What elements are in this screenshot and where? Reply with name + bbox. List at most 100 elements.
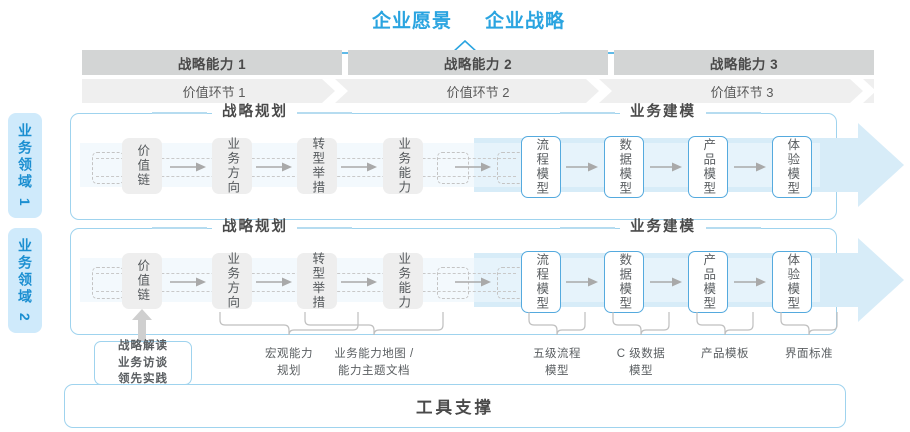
section-title-modeling-2: 业务建模 <box>620 220 706 234</box>
brace-connector-4 <box>612 312 670 336</box>
tool-caption-line: C 级数据 <box>616 348 666 360</box>
node-value-chain-2[interactable]: 价值链 <box>122 253 162 309</box>
capability-bar-2: 战略能力 2 <box>348 50 608 75</box>
tool-caption-line: 规划 <box>277 364 301 377</box>
tool-caption-2: 业务能力地图 / 能力主题文档 <box>304 346 444 379</box>
capability-bar-1: 战略能力 1 <box>82 50 342 75</box>
value-chain-label-1: 价值环节 1 <box>182 84 246 100</box>
node-label: 产品模型 <box>701 253 716 311</box>
capability-label-1: 战略能力 1 <box>177 56 247 72</box>
node-business-direction-1[interactable]: 业务方向 <box>212 137 252 195</box>
sidebar-item-domain-2[interactable]: 业务领域 2 <box>8 228 42 333</box>
tool-caption-line: 宏观能力 <box>265 348 313 360</box>
tool-caption-3: 五级流程 模型 <box>497 346 617 379</box>
domain-label-1: 业务领域 1 <box>17 122 33 209</box>
tool-caption-line: 五级流程 <box>533 348 581 360</box>
section-title-planning-2: 战略规划 <box>212 220 298 234</box>
flow-arrow-1-5 <box>566 162 598 172</box>
enterprise-strategy-title: 企业战略 <box>485 11 566 32</box>
tool-support-title: 工具支撑 <box>416 399 494 417</box>
node-data-model-2[interactable]: 数据模型 <box>604 251 644 313</box>
node-label: 流程模型 <box>534 138 549 196</box>
capability-label-2: 战略能力 2 <box>443 56 513 72</box>
node-business-capability-2[interactable]: 业务能力 <box>383 252 423 310</box>
flow-arrow-2-4 <box>455 277 491 287</box>
placeholder-box-mid-2 <box>437 267 469 299</box>
node-transform-measures-1[interactable]: 转型举措 <box>297 137 337 195</box>
placeholder-box-start-2 <box>92 267 124 299</box>
node-label: 业务能力 <box>396 252 411 310</box>
value-chain-label-3: 价值环节 3 <box>710 84 774 100</box>
tool-caption-4: C 级数据 模型 <box>581 346 701 379</box>
node-label: 转型举措 <box>310 137 325 195</box>
value-chain-bar-3: 价值环节 3 <box>610 79 874 103</box>
input-up-arrow <box>132 309 152 343</box>
big-arrow-head-2 <box>858 238 904 322</box>
tool-input-line-1: 战略解读 <box>118 340 168 352</box>
section-rule-left-m2 <box>560 227 615 229</box>
brace-connector-1 <box>219 312 359 336</box>
value-chain-bar-1: 价值环节 1 <box>82 79 346 103</box>
node-label: 体验模型 <box>785 138 800 196</box>
node-label: 体验模型 <box>785 253 800 311</box>
brace-connector-5 <box>696 312 754 336</box>
node-business-capability-1[interactable]: 业务能力 <box>383 137 423 195</box>
flow-arrow-1-6 <box>650 162 682 172</box>
section-rule-right-2 <box>297 227 352 229</box>
tool-caption-line: 界面标准 <box>785 348 833 360</box>
tool-input-line-3: 领先实践 <box>118 373 168 386</box>
flow-arrow-1-2 <box>256 162 292 172</box>
node-value-chain-1[interactable]: 价值链 <box>122 138 162 194</box>
node-label: 转型举措 <box>310 252 325 310</box>
node-experience-model-1[interactable]: 体验模型 <box>772 136 812 198</box>
big-arrow-head-1 <box>858 123 904 207</box>
capability-bar-3: 战略能力 3 <box>614 50 874 75</box>
tool-caption-6: 界面标准 <box>749 346 869 363</box>
node-transform-measures-2[interactable]: 转型举措 <box>297 252 337 310</box>
tool-caption-1: 宏观能力 规划 <box>219 346 359 379</box>
section-rule-left-m1 <box>560 112 615 114</box>
node-label: 价值链 <box>135 144 150 188</box>
tool-caption-5: 产品模板 <box>665 346 785 363</box>
node-label: 业务方向 <box>225 252 240 310</box>
tool-caption-line: 模型 <box>629 364 653 377</box>
node-data-model-1[interactable]: 数据模型 <box>604 136 644 198</box>
node-label: 数据模型 <box>617 253 632 311</box>
flow-arrow-2-3 <box>341 277 377 287</box>
brace-connector-2 <box>304 312 444 336</box>
value-chain-label-2: 价值环节 2 <box>446 84 510 100</box>
node-label: 数据模型 <box>617 138 632 196</box>
node-business-direction-2[interactable]: 业务方向 <box>212 252 252 310</box>
node-product-model-2[interactable]: 产品模型 <box>688 251 728 313</box>
section-rule-left-2 <box>152 227 207 229</box>
tool-box-inputs[interactable]: 战略解读 业务访谈 领先实践 <box>94 340 192 386</box>
node-experience-model-2[interactable]: 体验模型 <box>772 251 812 313</box>
flow-arrow-1-7 <box>734 162 766 172</box>
flow-arrow-1-4 <box>455 162 491 172</box>
node-label: 价值链 <box>135 259 150 303</box>
placeholder-box-start-1 <box>92 152 124 184</box>
enterprise-vision-title: 企业愿景 <box>372 11 453 32</box>
flow-arrow-1-1 <box>170 162 206 172</box>
tool-caption-line: 模型 <box>545 364 569 377</box>
flow-arrow-2-5 <box>566 277 598 287</box>
flow-arrow-2-7 <box>734 277 766 287</box>
node-label: 业务能力 <box>396 137 411 195</box>
node-label: 产品模型 <box>701 138 716 196</box>
section-rule-left-1 <box>152 112 207 114</box>
tool-support-panel: 工具支撑 <box>64 384 846 428</box>
flow-arrow-2-1 <box>170 277 206 287</box>
node-process-model-1[interactable]: 流程模型 <box>521 136 561 198</box>
node-label: 业务方向 <box>225 137 240 195</box>
capability-label-3: 战略能力 3 <box>709 56 779 72</box>
section-rule-right-m1 <box>706 112 761 114</box>
section-title-planning-1: 战略规划 <box>212 105 298 119</box>
section-rule-right-m2 <box>706 227 761 229</box>
tool-caption-line: 业务能力地图 / <box>334 348 414 360</box>
brace-connector-6 <box>780 312 838 336</box>
node-product-model-1[interactable]: 产品模型 <box>688 136 728 198</box>
placeholder-box-mid-1 <box>437 152 469 184</box>
sidebar-item-domain-1[interactable]: 业务领域 1 <box>8 113 42 218</box>
node-process-model-2[interactable]: 流程模型 <box>521 251 561 313</box>
